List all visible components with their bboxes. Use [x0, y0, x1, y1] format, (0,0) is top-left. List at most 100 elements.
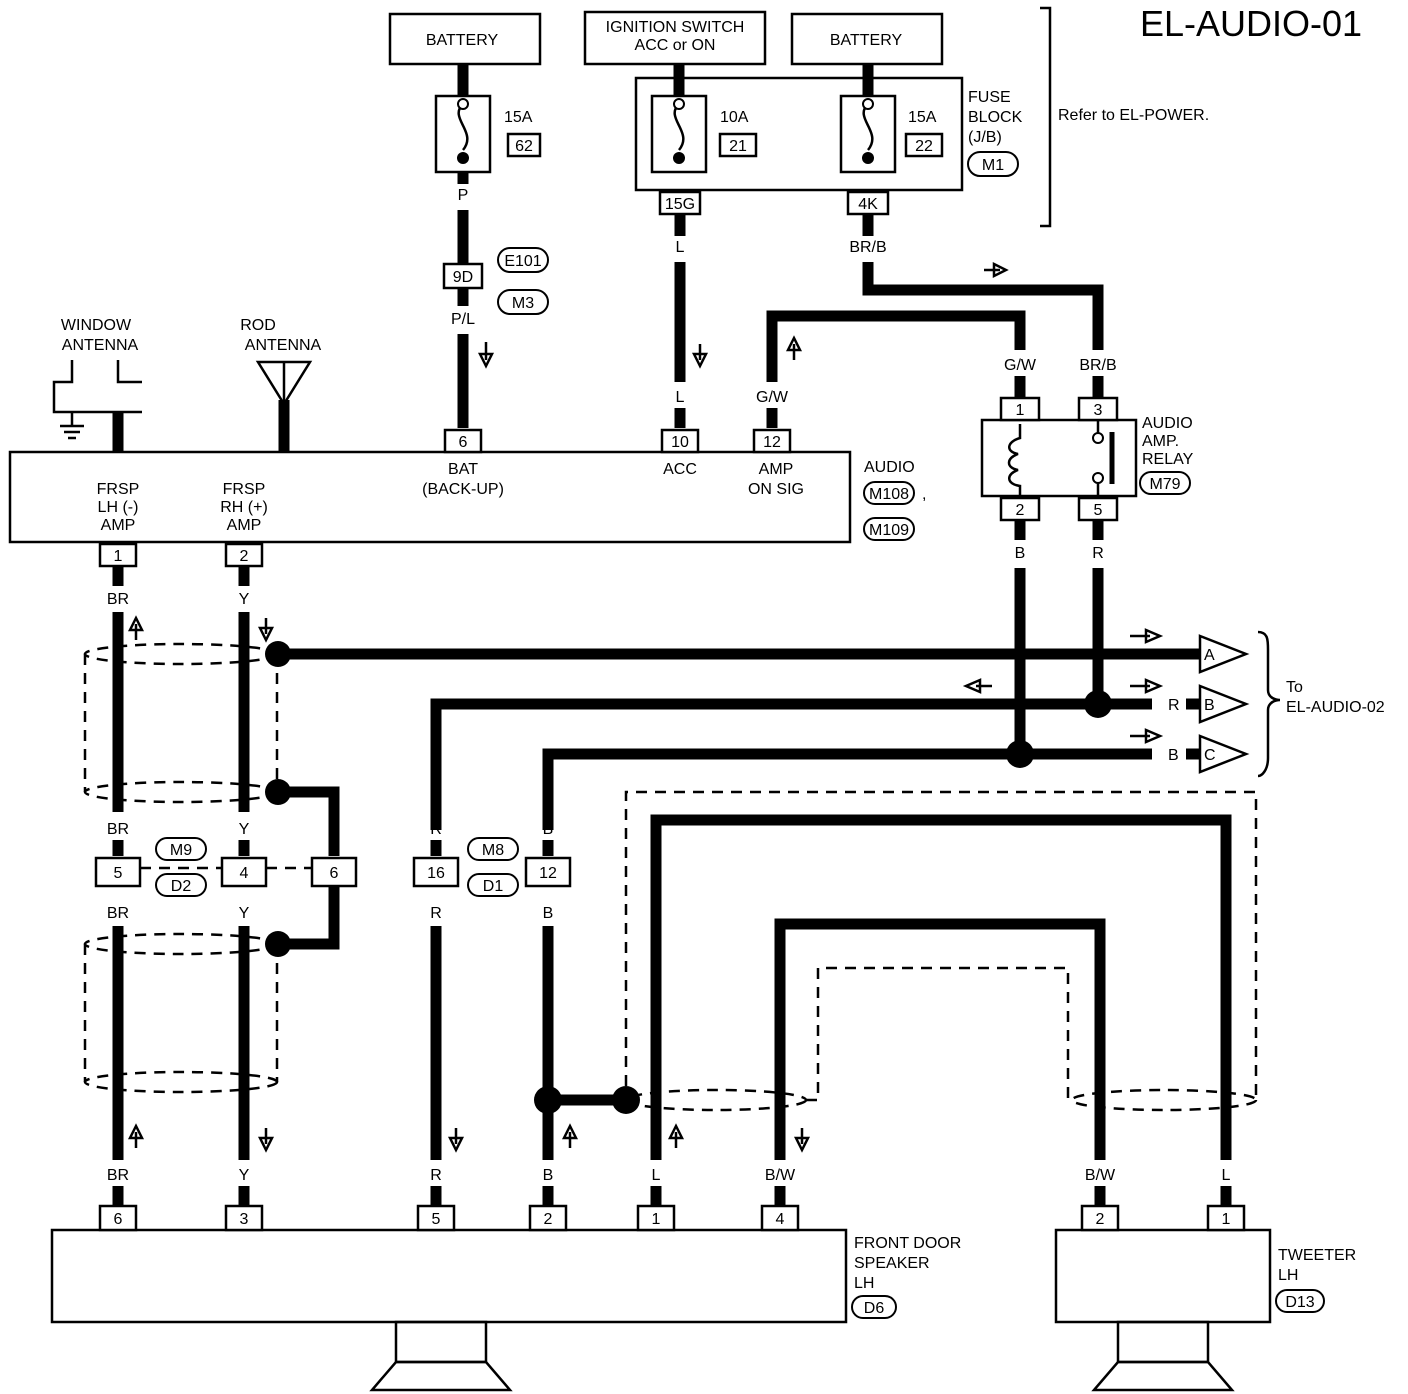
wire-label-bw-2: B/W — [1085, 1167, 1116, 1184]
tweeter-box — [1054, 1228, 1272, 1324]
relay-conn: M79 — [1149, 476, 1180, 493]
m9-label: M9 — [170, 842, 192, 859]
arrow-down-icon — [257, 618, 275, 643]
speaker-conn: D6 — [864, 1300, 885, 1317]
arrow-right-icon — [1130, 678, 1164, 694]
fuse-bracket — [1040, 6, 1052, 228]
audio-conn-2-label: 2 — [240, 548, 249, 565]
m8-label: M8 — [482, 842, 504, 859]
wire-label-gw-2: G/W — [756, 389, 789, 406]
pin-frsp-lh-3: AMP — [101, 517, 136, 534]
relay-conn-5-label: 5 — [1094, 502, 1103, 519]
sp-conn-6-label: 6 — [114, 1211, 123, 1228]
relay-label-1: AUDIO — [1142, 415, 1193, 432]
window-antenna-icon — [52, 360, 142, 414]
wire-label-b-to-c: B — [1168, 747, 1179, 764]
pin-bat-sub: (BACK-UP) — [422, 481, 504, 498]
arrow-right-icon — [1130, 728, 1164, 744]
ignition-switch-box — [583, 10, 767, 66]
wire-to-c — [542, 748, 1200, 830]
audio-conn-1-badge — [863, 481, 915, 505]
fb-conn-15g-label: 15G — [665, 196, 695, 213]
fuse-block-conn: M1 — [982, 157, 1004, 174]
sp-conn-2 — [528, 1204, 568, 1232]
splice-shield-a-icon — [265, 641, 291, 667]
audio-conn-6-label: 6 — [459, 434, 468, 451]
tw-conn-2-label: 2 — [1096, 1211, 1105, 1228]
sp-conn-4-label: 4 — [776, 1211, 785, 1228]
to-label-1: To — [1286, 679, 1303, 696]
fuse-block-conn-badge — [967, 151, 1019, 177]
wire-label-r-to-b: R — [1168, 697, 1180, 714]
e101-label: E101 — [504, 253, 541, 270]
junction-12-label: 12 — [539, 865, 557, 882]
wire-label-l-acc: L — [676, 239, 685, 256]
m9-badge — [155, 837, 207, 861]
splice-r-icon — [1084, 690, 1112, 718]
audio-label: AUDIO — [864, 459, 915, 476]
tweeter-conn-badge — [1275, 1289, 1325, 1313]
wire-label-gw-1: G/W — [1004, 357, 1037, 374]
junction-6 — [310, 856, 358, 888]
window-antenna-icon — [116, 360, 142, 384]
refer-text: Refer to EL-POWER. — [1058, 107, 1209, 124]
battery-1-label: BATTERY — [426, 32, 499, 49]
sp-conn-3 — [224, 1204, 264, 1232]
label-bg — [1152, 740, 1186, 768]
d1-badge — [467, 873, 519, 897]
pin-acc-label: ACC — [663, 461, 697, 478]
wire-label-br-3: BR — [107, 905, 129, 922]
sp-conn-5 — [416, 1204, 456, 1232]
wire-shield-drain — [278, 786, 340, 856]
arrow-b-icon — [1198, 684, 1250, 724]
tweeter-label-2: LH — [1278, 1267, 1298, 1284]
junction-12 — [524, 856, 572, 888]
battery-2-label: BATTERY — [830, 32, 903, 49]
m3-label: M3 — [512, 295, 534, 312]
fuse-21-num-box — [718, 132, 758, 158]
fuse-22-node-icon — [862, 152, 874, 164]
wire-gw — [766, 310, 1026, 382]
wire-label-pl: P/L — [451, 311, 475, 328]
sp-conn-1 — [636, 1204, 676, 1232]
arrow-down-icon — [257, 1128, 275, 1153]
audio-unit-box — [8, 450, 852, 544]
sp-conn-4 — [760, 1204, 800, 1232]
junction-6-label: 6 — [330, 865, 339, 882]
pin-frsp-lh-2: LH (-) — [98, 499, 139, 516]
wire-label-y-3: Y — [239, 905, 250, 922]
fuse-21-amp: 10A — [720, 109, 749, 126]
e101-badge — [497, 247, 549, 273]
relay-conn-badge — [1139, 471, 1191, 495]
speaker-label-1: FRONT DOOR — [854, 1235, 961, 1252]
pin-bat-label: BAT — [448, 461, 478, 478]
speaker-cone-icon — [369, 1360, 513, 1392]
fb-conn-4k-label: 4K — [858, 196, 878, 213]
audio-conn-10 — [660, 428, 700, 454]
relay-contact-icon — [1092, 472, 1104, 484]
d2-label: D2 — [171, 878, 192, 895]
comma: , — [922, 486, 926, 503]
tweeter-label-1: TWEETER — [1278, 1247, 1356, 1264]
fuse-22-num: 22 — [915, 138, 933, 155]
speaker-label-2: SPEAKER — [854, 1255, 930, 1272]
relay-coil-icon — [1007, 424, 1022, 496]
shield-tweeter-outer — [624, 790, 1258, 1100]
audio-conn-2-badge — [863, 517, 915, 541]
junction-9d-label: 9D — [453, 269, 473, 286]
pin-frsp-rh-3: AMP — [227, 517, 262, 534]
arrow-a-icon — [1198, 634, 1250, 674]
arrow-up-icon — [127, 1123, 145, 1148]
m8-badge — [467, 837, 519, 861]
fuse-62-num: 62 — [515, 138, 533, 155]
junction-5-label: 5 — [114, 865, 123, 882]
speaker-label-3: LH — [854, 1275, 874, 1292]
wire-bw-tweeter — [774, 918, 1106, 1160]
wire-label-br-2: BR — [107, 821, 129, 838]
fuse-block-label-1: FUSE — [968, 89, 1011, 106]
front-door-speaker-box — [50, 1228, 848, 1324]
arrow-a-label: A — [1204, 647, 1215, 664]
arrow-right-icon — [984, 261, 1009, 279]
arrow-up-icon — [667, 1123, 685, 1148]
